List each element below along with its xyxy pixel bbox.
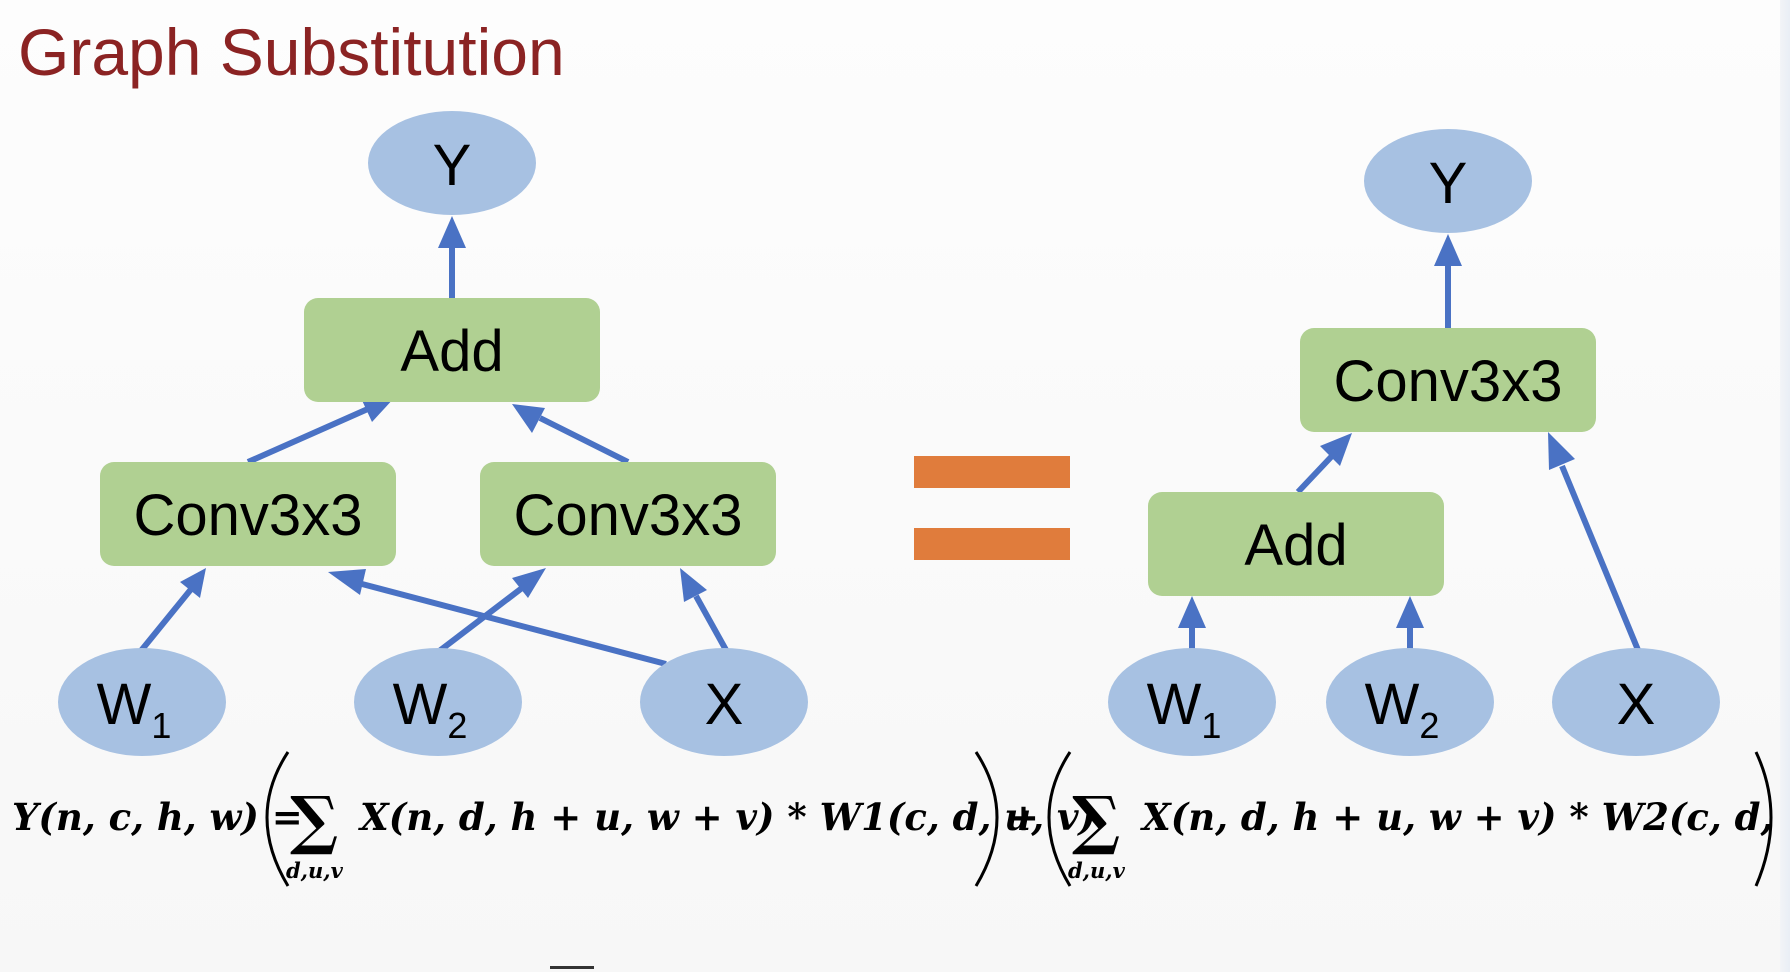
formula-lhs: Y(n, c, h, w) =	[12, 795, 303, 839]
formula-plus: +	[1008, 795, 1039, 839]
left-w1-sub: 1	[151, 705, 171, 746]
arrowhead	[438, 216, 466, 248]
sum-index-1: d,u,v	[286, 858, 344, 883]
arrowhead	[512, 568, 546, 598]
left-w1-base: W	[97, 672, 152, 737]
right-w1-base: W	[1147, 672, 1202, 737]
arrowhead	[1548, 432, 1575, 470]
left-add-label: Add	[400, 319, 503, 384]
sum-symbol-1: ∑	[290, 783, 338, 858]
left-conv-left-op: Conv3x3	[100, 462, 396, 566]
arrowhead	[1434, 234, 1462, 266]
right-graph: Y Conv3x3 Add W1 W2	[1108, 129, 1720, 756]
svg-text:W1: W1	[1147, 672, 1222, 746]
left-paren-open-1	[265, 751, 290, 887]
left-conv-right-op: Conv3x3	[480, 462, 776, 566]
right-y-label: Y	[1429, 151, 1468, 216]
edge-x-to-convr	[693, 594, 729, 652]
arrowhead	[328, 569, 366, 595]
arrowhead	[1320, 433, 1352, 466]
arrowhead	[680, 568, 707, 602]
right-w1-sub: 1	[1201, 705, 1221, 746]
edge-x-to-convl	[361, 581, 667, 667]
formula-term1: X(n, d, h + u, w + v) * W1(c, d, u, v)	[358, 795, 1096, 839]
arrowhead	[360, 396, 395, 422]
left-conv-left-label: Conv3x3	[134, 483, 363, 548]
slide-edge-strip	[1780, 0, 1790, 972]
edge-x-to-conv	[1559, 464, 1641, 652]
right-y-node: Y	[1364, 129, 1532, 233]
right-conv-op: Conv3x3	[1300, 328, 1596, 432]
left-paren-open-2	[1047, 751, 1072, 887]
left-conv-right-label: Conv3x3	[514, 483, 743, 548]
left-w2-node: W2	[354, 648, 522, 756]
right-x-label: X	[1617, 672, 1656, 737]
svg-text:W2: W2	[393, 672, 468, 746]
right-x-node: X	[1552, 648, 1720, 756]
right-w1-node: W1	[1108, 648, 1276, 756]
formula-term2: X(n, d, h + u, w + v) * W2(c, d, u, v)	[1140, 795, 1790, 839]
edge-w1-to-convl	[137, 586, 195, 654]
edge-w2-to-convr	[436, 585, 524, 655]
edge-add-to-conv	[1295, 453, 1335, 495]
left-x-label: X	[705, 672, 744, 737]
arrowhead	[180, 568, 206, 598]
equals-sign	[914, 456, 1070, 560]
right-w2-base: W	[1365, 672, 1420, 737]
svg-text:W2: W2	[1365, 672, 1440, 746]
edge-convl-to-add	[246, 405, 372, 465]
right-conv-label: Conv3x3	[1334, 349, 1563, 414]
formula: Y(n, c, h, w) = ∑ d,u,v X(n, d, h + u, w…	[12, 751, 1790, 887]
slide-title: Graph Substitution	[18, 15, 565, 89]
left-add-op: Add	[304, 298, 600, 402]
sum-symbol-2: ∑	[1072, 783, 1120, 858]
arrowhead	[1178, 596, 1206, 628]
arrowhead	[1396, 596, 1424, 628]
svg-text:W1: W1	[97, 672, 172, 746]
left-y-label: Y	[433, 133, 472, 198]
edge-convr-to-add	[538, 415, 630, 465]
left-w1-node: W1	[58, 648, 226, 756]
right-w2-sub: 2	[1419, 705, 1439, 746]
left-y-node: Y	[368, 111, 536, 215]
left-paren-close-1	[974, 751, 999, 887]
slide-bottom-mark	[550, 966, 594, 969]
left-w2-base: W	[393, 672, 448, 737]
sum-index-2: d,u,v	[1068, 858, 1126, 883]
right-add-label: Add	[1244, 513, 1347, 578]
right-add-op: Add	[1148, 492, 1444, 596]
right-w2-node: W2	[1326, 648, 1494, 756]
left-paren-close-2	[1754, 751, 1773, 887]
arrowhead	[512, 404, 545, 433]
left-w2-sub: 2	[447, 705, 467, 746]
left-graph: Y Add Conv3x3 Conv3x3 W1	[58, 111, 808, 756]
left-x-node: X	[640, 648, 808, 756]
